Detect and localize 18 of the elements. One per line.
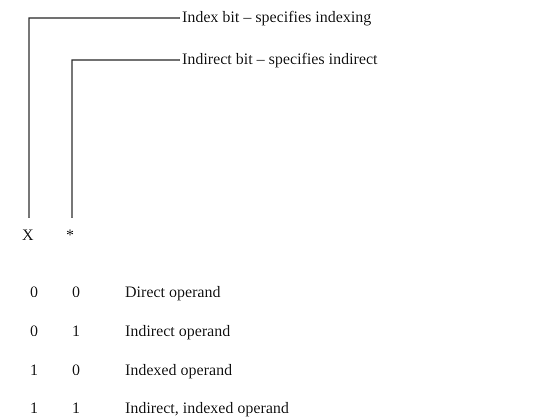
mode-description: Indirect, indexed operand [125, 399, 289, 417]
leader-line [28, 17, 180, 218]
bit-value: 0 [72, 361, 80, 381]
bit-value: 1 [30, 399, 38, 417]
bit-value: 0 [72, 283, 80, 303]
bit-name: X [22, 224, 36, 246]
bit-name: * [66, 224, 78, 246]
bit-value: 0 [30, 322, 38, 342]
bit-value: 1 [72, 399, 80, 417]
leader-line [71, 59, 180, 218]
bit-value: 1 [72, 322, 80, 342]
bit-value: 0 [30, 283, 38, 303]
mode-description: Direct operand [125, 283, 221, 303]
mode-description: Indexed operand [125, 361, 232, 381]
callout-text: Indirect bit – specifies indirect [182, 48, 378, 72]
bit-value: 1 [30, 361, 38, 381]
mode-description: Indirect operand [125, 322, 230, 342]
callout-text: Index bit – specifies indexing [182, 6, 372, 30]
